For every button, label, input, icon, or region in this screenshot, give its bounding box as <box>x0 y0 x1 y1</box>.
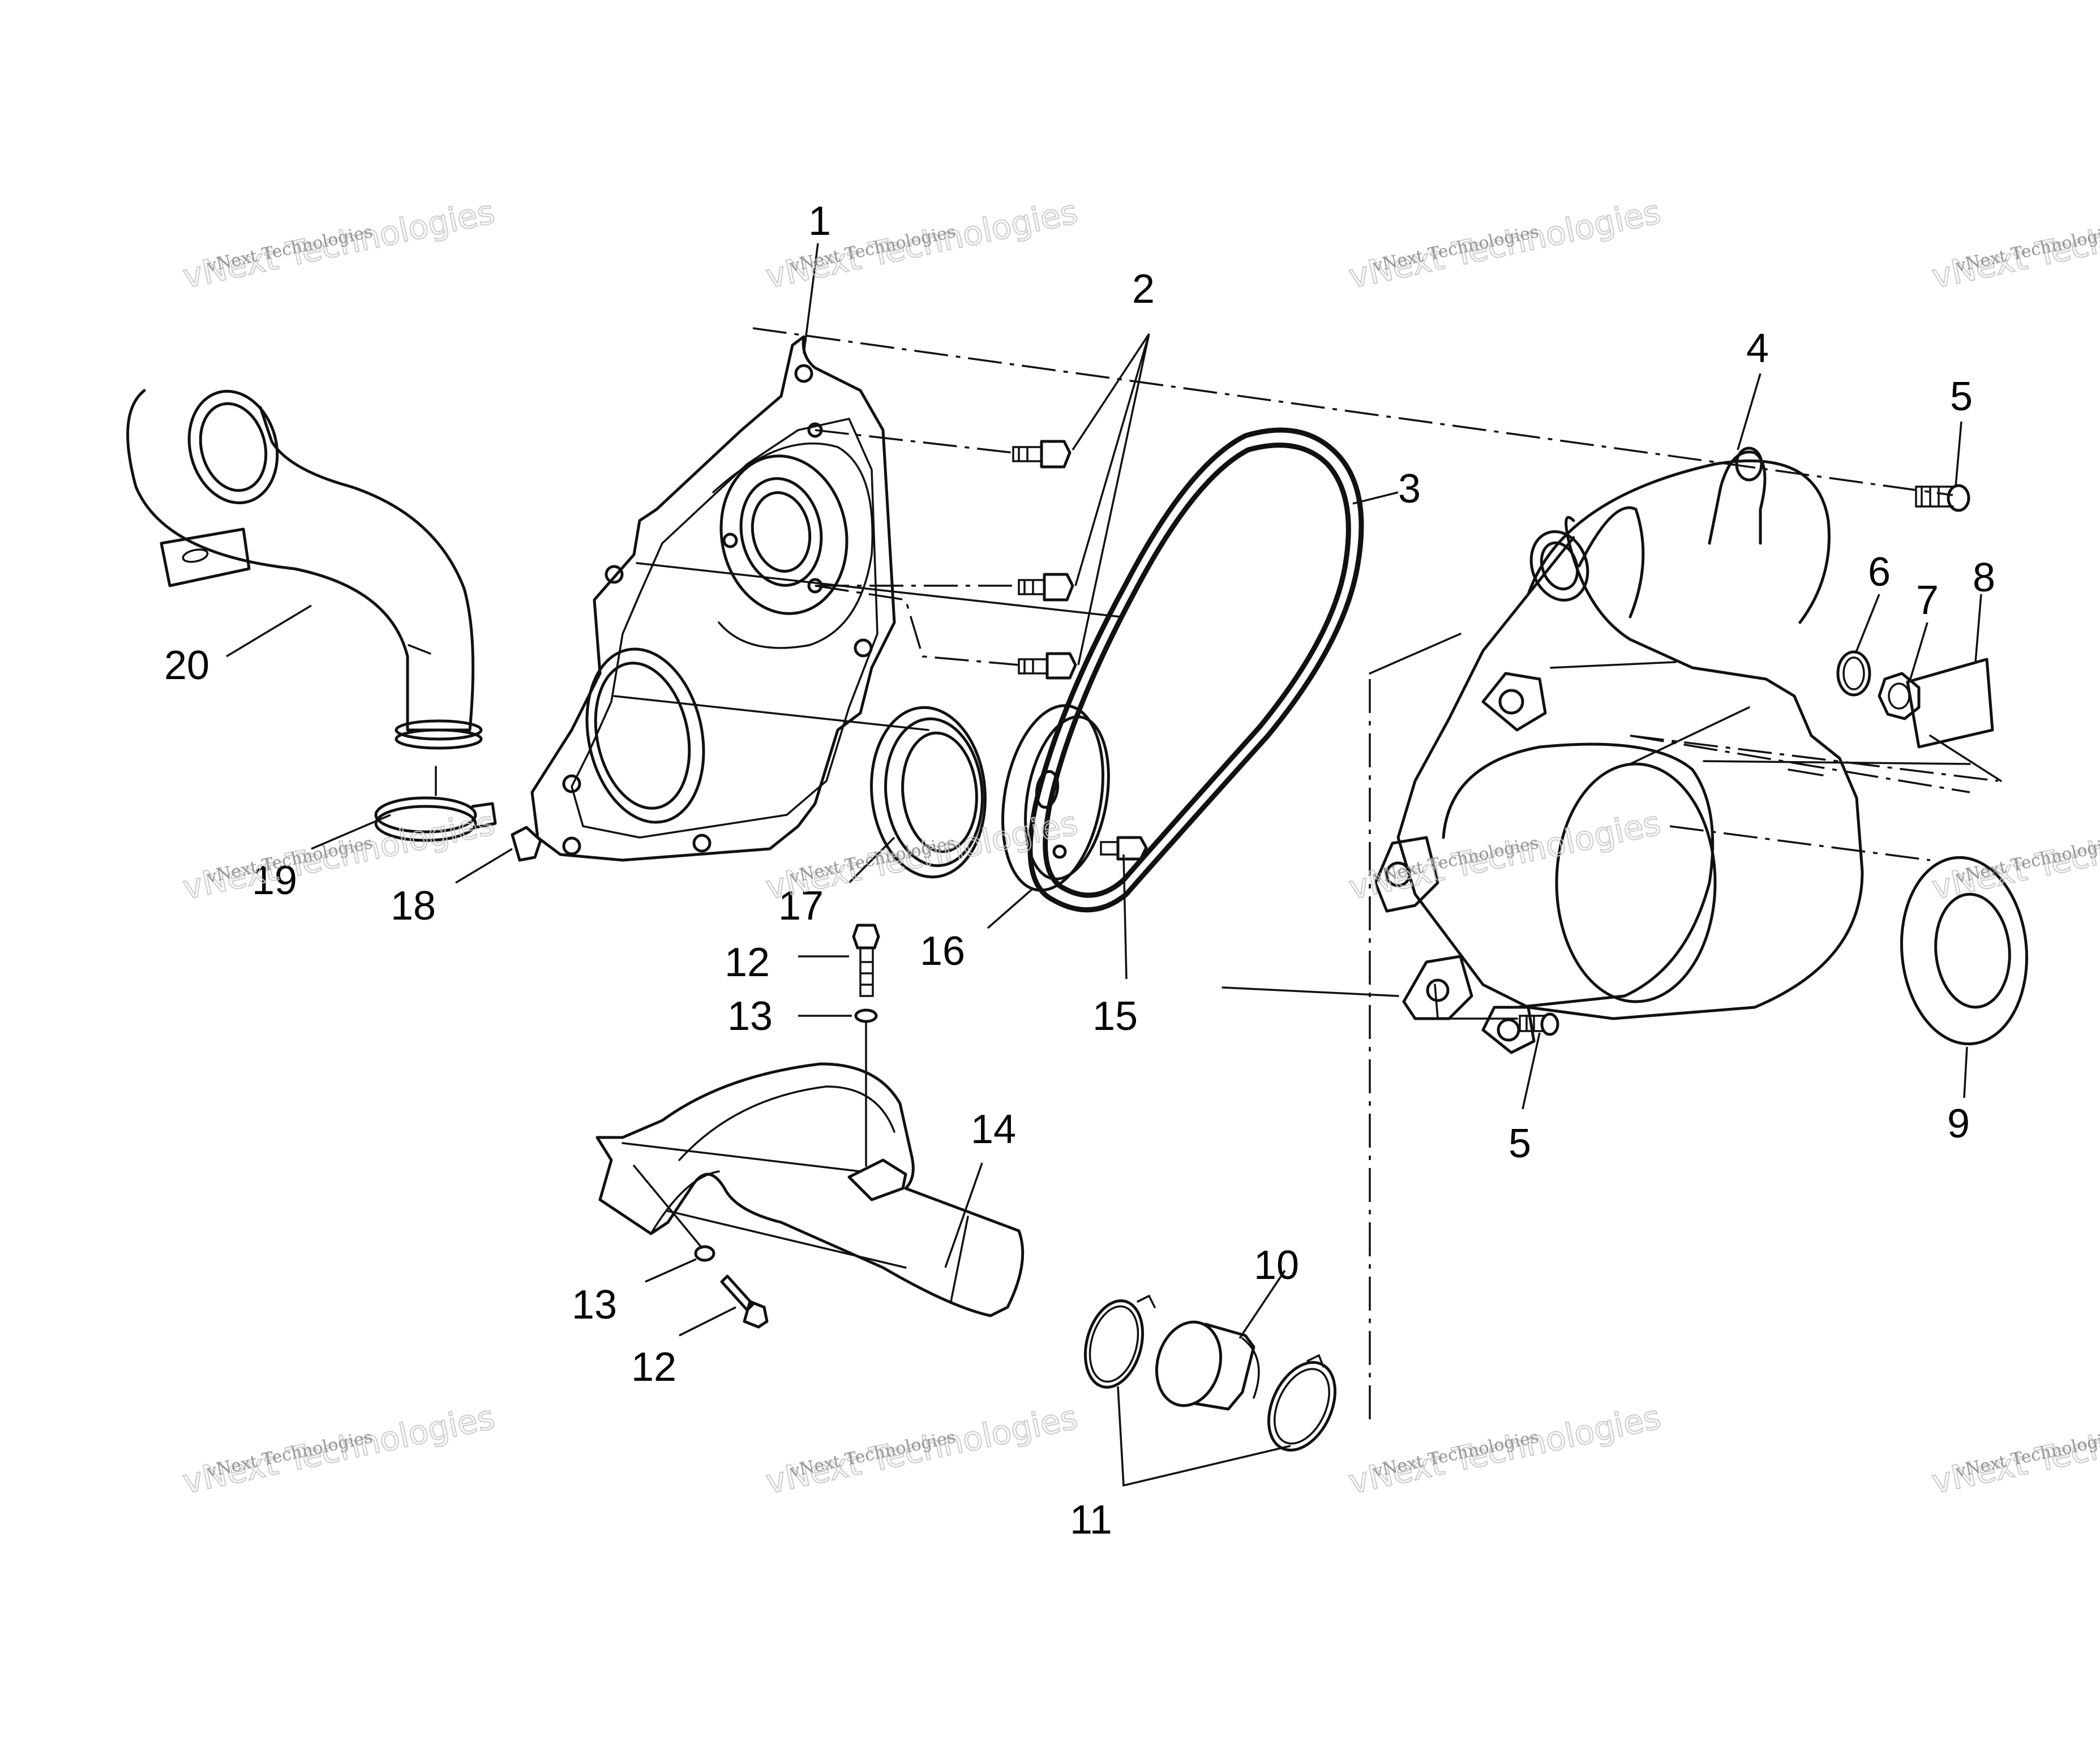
watermark-7: vNext Technologies vNext Technologies <box>1345 803 1665 908</box>
part-16-pulley <box>1001 704 1110 892</box>
part-5-screw-top <box>1915 484 1970 512</box>
part-13-washer-top <box>854 1008 878 1167</box>
watermark-10: vNext Technologies vNext Technologies <box>762 1397 1082 1502</box>
watermark-3: vNext Technologies vNext Technologies <box>1345 192 1665 297</box>
part-12-bolt-bottom <box>720 1274 769 1329</box>
callout-20: 20 <box>164 643 209 688</box>
callout-5-bottom: 5 <box>1508 1121 1531 1166</box>
callout-4: 4 <box>1746 326 1769 371</box>
watermark-12: vNext Technologies vNext Technologies <box>1928 1397 2100 1502</box>
callout-11: 11 <box>1070 1497 1112 1543</box>
part-1-back-plate <box>530 335 896 862</box>
part-11-clamp-left <box>1083 1294 1156 1389</box>
part-11-clamp-right <box>1267 1354 1336 1452</box>
part-19-hose-clamp <box>374 766 497 842</box>
watermark-11: vNext Technologies vNext Technologies <box>1345 1397 1665 1502</box>
watermark-8: vNext Technologies vNext Technologies <box>1928 803 2100 908</box>
centre-lines <box>752 327 2002 1420</box>
part-8-decal <box>1906 658 1994 749</box>
callout-2: 2 <box>1132 267 1155 312</box>
callout-13-top: 13 <box>727 994 773 1039</box>
leader-lines <box>226 243 1982 1487</box>
watermark-9: vNext Technologies vNext Technologies <box>179 1397 499 1502</box>
callout-1: 1 <box>808 199 831 244</box>
callout-15: 15 <box>1092 994 1138 1039</box>
part-13-washer-bottom <box>633 1165 715 1262</box>
part-3-drive-belt <box>1027 427 1364 913</box>
callout-16: 16 <box>920 929 965 974</box>
part-5-screw-bottom <box>1519 1012 1559 1036</box>
callout-19: 19 <box>252 858 297 903</box>
callout-6: 6 <box>1868 549 1891 595</box>
watermark-5: vNext Technologies vNext Technologies <box>179 803 499 908</box>
part-2-bolts <box>815 429 1077 680</box>
watermark-1: vNext Technologies vNext Technologies <box>179 192 499 297</box>
callout-18: 18 <box>391 883 436 929</box>
part-14-outlet-duct <box>595 1062 1025 1317</box>
callout-7: 7 <box>1916 578 1939 623</box>
callout-8: 8 <box>1973 555 1995 600</box>
part-12-bolt-top <box>852 924 880 997</box>
part-17-seal <box>870 706 987 879</box>
callout-13-bottom: 13 <box>572 1282 617 1328</box>
part-4-outer-cover <box>1374 446 1864 1054</box>
callout-9: 9 <box>1947 1101 1970 1147</box>
callout-17: 17 <box>778 883 824 929</box>
watermark-6: vNext Technologies vNext Technologies <box>762 803 1082 908</box>
callout-12-top: 12 <box>725 940 770 985</box>
callout-3: 3 <box>1398 466 1421 512</box>
part-9-gasket <box>1900 856 2029 1046</box>
callout-5-top: 5 <box>1950 374 1973 419</box>
part-10-coupler <box>1155 1320 1260 1411</box>
part-15-bolt <box>1100 836 1148 861</box>
part-6-o-ring <box>1836 650 1871 697</box>
callout-labels: 1 2 3 4 5 6 7 8 9 5 10 11 12 13 14 13 12… <box>164 199 1995 1543</box>
part-20-intake-duct <box>126 389 483 750</box>
watermark-4: vNext Technologies vNext Technologies <box>1928 192 2100 297</box>
callout-12-bottom: 12 <box>631 1345 676 1390</box>
part-18-plug <box>511 826 542 862</box>
callout-10: 10 <box>1254 1243 1299 1288</box>
callout-14: 14 <box>971 1107 1016 1152</box>
watermarks: vNext Technologies vNext Technologies vN… <box>179 192 2100 1502</box>
